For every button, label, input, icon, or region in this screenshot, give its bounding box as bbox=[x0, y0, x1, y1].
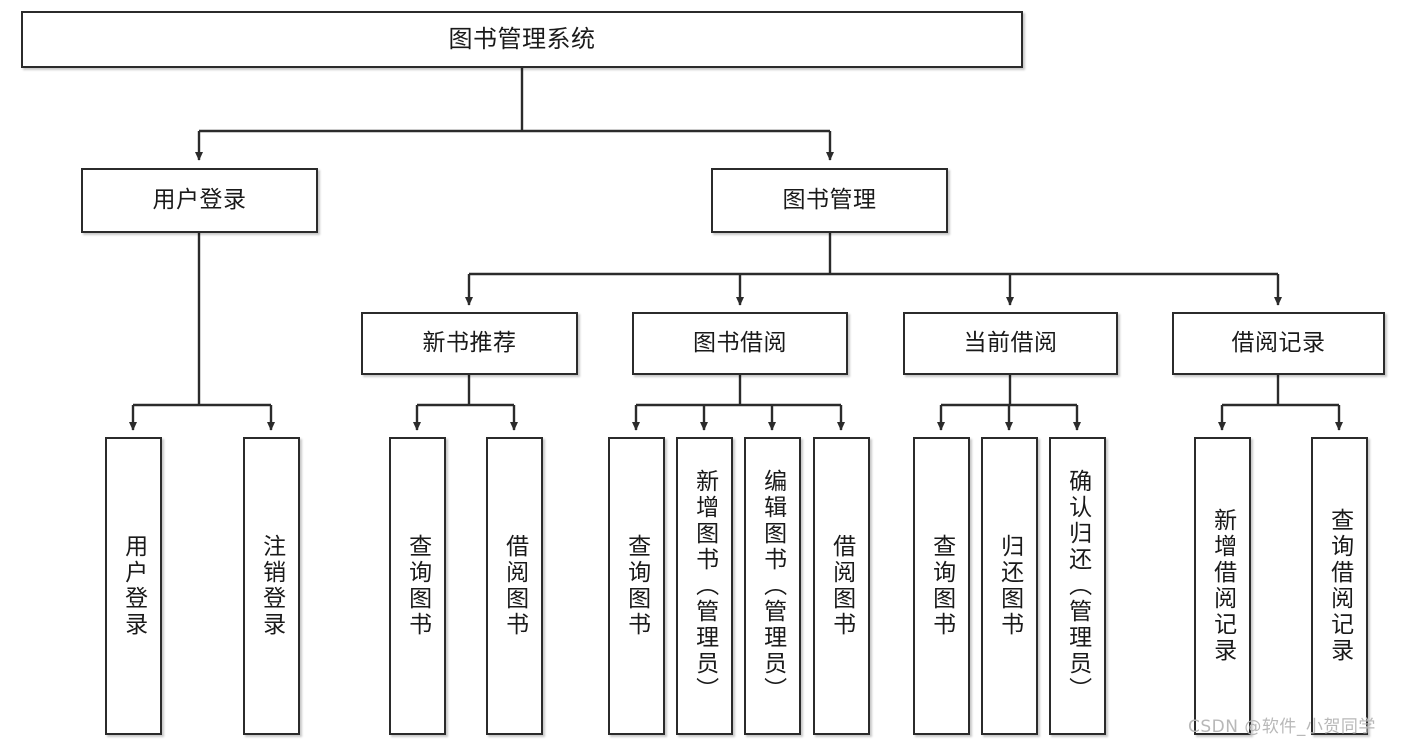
node-leaf-borrow-book-2-label: 借阅图书 bbox=[828, 534, 855, 638]
node-leaf-return-book-label: 归还图书 bbox=[996, 534, 1023, 638]
node-current-borrow[interactable]: 当前借阅 bbox=[903, 312, 1118, 375]
node-leaf-add-record[interactable]: 新增借阅记录 bbox=[1194, 437, 1251, 735]
node-leaf-query-book-1-label: 查询图书 bbox=[404, 534, 431, 638]
node-leaf-edit-book[interactable]: 编辑图书（管理员） bbox=[744, 437, 801, 735]
node-book-mgmt-label: 图书管理 bbox=[782, 186, 877, 213]
node-leaf-query-record[interactable]: 查询借阅记录 bbox=[1311, 437, 1368, 735]
node-leaf-query-record-label: 查询借阅记录 bbox=[1326, 508, 1353, 664]
node-root[interactable]: 图书管理系统 bbox=[21, 11, 1023, 68]
node-leaf-query-book-3-label: 查询图书 bbox=[928, 534, 955, 638]
node-leaf-query-book-1[interactable]: 查询图书 bbox=[389, 437, 446, 735]
node-leaf-user-logout[interactable]: 注销登录 bbox=[243, 437, 300, 735]
node-current-borrow-label: 当前借阅 bbox=[963, 329, 1058, 356]
node-user-login[interactable]: 用户登录 bbox=[81, 168, 318, 233]
node-leaf-query-book-2-label: 查询图书 bbox=[623, 534, 650, 638]
node-user-login-label: 用户登录 bbox=[152, 186, 247, 213]
node-book-mgmt[interactable]: 图书管理 bbox=[711, 168, 948, 233]
node-borrow-record-label: 借阅记录 bbox=[1231, 329, 1326, 356]
node-leaf-user-login[interactable]: 用户登录 bbox=[105, 437, 162, 735]
node-leaf-borrow-book-1-label: 借阅图书 bbox=[501, 534, 528, 638]
node-leaf-add-book[interactable]: 新增图书（管理员） bbox=[676, 437, 733, 735]
node-leaf-query-book-2[interactable]: 查询图书 bbox=[608, 437, 665, 735]
node-leaf-add-book-label: 新增图书（管理员） bbox=[691, 469, 718, 703]
node-new-book-rec[interactable]: 新书推荐 bbox=[361, 312, 578, 375]
node-leaf-confirm-return-label: 确认归还（管理员） bbox=[1064, 469, 1091, 703]
node-book-borrow-label: 图书借阅 bbox=[693, 329, 787, 356]
node-book-borrow[interactable]: 图书借阅 bbox=[632, 312, 848, 375]
node-leaf-add-record-label: 新增借阅记录 bbox=[1209, 508, 1236, 664]
node-leaf-user-logout-label: 注销登录 bbox=[258, 534, 285, 638]
node-leaf-user-login-label: 用户登录 bbox=[120, 534, 147, 638]
node-leaf-return-book[interactable]: 归还图书 bbox=[981, 437, 1038, 735]
node-leaf-borrow-book-2[interactable]: 借阅图书 bbox=[813, 437, 870, 735]
node-root-label: 图书管理系统 bbox=[448, 25, 596, 54]
node-borrow-record[interactable]: 借阅记录 bbox=[1172, 312, 1385, 375]
node-leaf-query-book-3[interactable]: 查询图书 bbox=[913, 437, 970, 735]
node-leaf-edit-book-label: 编辑图书（管理员） bbox=[759, 469, 786, 703]
node-leaf-confirm-return[interactable]: 确认归还（管理员） bbox=[1049, 437, 1106, 735]
node-new-book-rec-label: 新书推荐 bbox=[422, 329, 517, 356]
node-leaf-borrow-book-1[interactable]: 借阅图书 bbox=[486, 437, 543, 735]
csdn-watermark: CSDN @软件_小贺同学 bbox=[1188, 717, 1376, 737]
